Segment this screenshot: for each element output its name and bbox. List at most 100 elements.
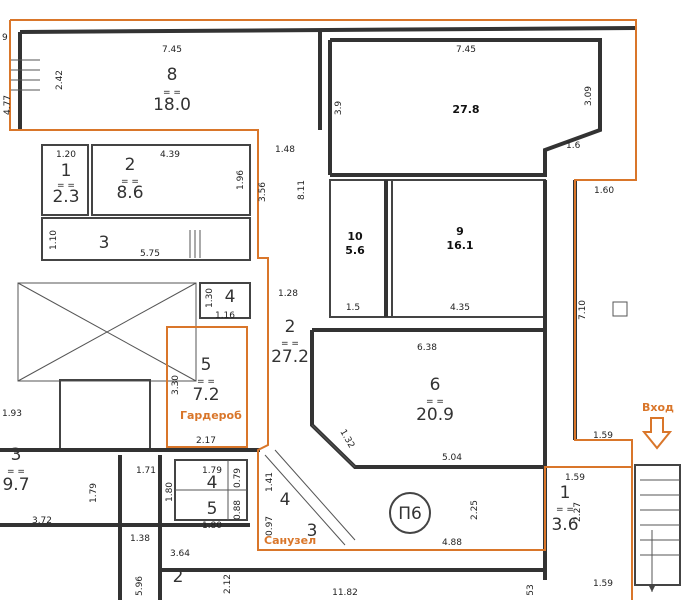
room-number: П6	[398, 504, 422, 524]
room-number: 4	[280, 490, 291, 510]
dimension-label: 11.82	[332, 588, 358, 598]
room-27-8: 27.8	[452, 103, 479, 116]
entrance-arrow-icon	[641, 417, 673, 450]
dimension-label: 0.79	[233, 468, 243, 488]
dimension-label: 1.60	[594, 186, 614, 196]
dimension-label: 2.42	[55, 70, 65, 90]
dimension-label: 1.79	[89, 483, 99, 503]
room-marks: = =	[556, 505, 574, 515]
room-number: 2	[125, 155, 136, 175]
dimension-label: 3.64	[170, 549, 190, 559]
room-10: 10 5.6	[345, 230, 365, 257]
dimension-label: 3.9	[334, 101, 344, 116]
dimension-label: 1.80	[165, 482, 175, 502]
premises-boundary	[9, 19, 637, 600]
room-number: 3	[99, 233, 110, 253]
dimension-label: 1.71	[136, 466, 156, 476]
dimension-label: 7.10	[578, 300, 588, 320]
dimension-label: 1.59	[565, 473, 585, 483]
room-marks: = =	[281, 339, 299, 349]
dimension-label: 1.38	[130, 534, 150, 544]
dimension-label: 3.30	[171, 375, 181, 395]
dimension-label: 1.30	[205, 288, 215, 308]
room-area: 9.7	[2, 475, 29, 495]
room-4-lower: 4	[207, 473, 218, 493]
room-number: 2	[173, 567, 184, 587]
room-area: 27.2	[271, 347, 309, 367]
room-area: 18.0	[153, 95, 191, 115]
room-number: 3	[11, 445, 22, 465]
dimension-label: 3.72	[32, 516, 52, 526]
dimension-label: 1.28	[278, 289, 298, 299]
dimension-label: 5.75	[140, 249, 160, 259]
room-number: 6	[430, 375, 441, 395]
room-marks: = =	[57, 181, 75, 191]
room-area: 27.8	[452, 103, 479, 116]
room-number: 10	[347, 230, 363, 243]
dimension-label: 1.48	[275, 145, 295, 155]
entrance-label: Вход	[642, 401, 674, 414]
room-2-bottom: 2	[173, 567, 184, 587]
dimension-label: 5.04	[442, 453, 462, 463]
room-5-lower: 5	[207, 499, 218, 519]
dimension-label: 2.17	[196, 436, 216, 446]
room-6: 6 = = 20.9	[416, 375, 454, 425]
room-number: 3	[307, 521, 318, 541]
dimension-label: 8.11	[297, 180, 307, 200]
room-area: 16.1	[446, 239, 473, 252]
dimension-label: 1.59	[593, 431, 613, 441]
room-area: 2.3	[52, 187, 79, 207]
dimension-label: 9	[2, 33, 8, 43]
room-marks: = =	[426, 397, 444, 407]
room-number: 8	[167, 65, 178, 85]
wardrobe-label: Гардероб	[180, 409, 242, 422]
room-1-lower: 1 = = 3.6	[551, 483, 578, 535]
dimension-label: 1.32	[337, 428, 356, 450]
room-2-corridor: 2 = = 27.2	[271, 317, 309, 367]
bathroom-label: Санузел	[264, 534, 316, 547]
dimension-label: 1.6	[566, 141, 581, 151]
dimension-label: 6.38	[417, 343, 437, 353]
room-number: 4	[207, 473, 218, 493]
room-number: 1	[61, 161, 72, 181]
room-2-upper: 2 = = 8.6	[116, 155, 143, 203]
dimension-label: 1.20	[56, 150, 76, 160]
room-3-lower: 3 = = 9.7	[2, 445, 29, 495]
room-marks: = =	[163, 88, 181, 98]
dimension-label: 53	[526, 584, 536, 595]
dimensions: 7.45 2.42 4.77 9 7.45 3.9 3.09 1.6 1.60 …	[2, 33, 614, 598]
room-p6: П6	[398, 504, 422, 524]
dimension-label: 3.09	[584, 86, 594, 106]
room-area: 3.6	[551, 515, 578, 535]
dimension-label: 1.10	[49, 230, 59, 250]
dimension-label: 4.77	[3, 95, 13, 115]
room-3-upper: 3	[99, 233, 110, 253]
dimension-label: 4.88	[442, 538, 462, 548]
dimension-label: 1.59	[593, 579, 613, 589]
dimension-label: 1.5	[346, 303, 360, 313]
dimension-label: 1.93	[2, 409, 22, 419]
room-1-upper: 1 = = 2.3	[52, 161, 79, 207]
room-marks: = =	[121, 177, 139, 187]
room-area: 20.9	[416, 405, 454, 425]
dimension-label: 2.25	[470, 500, 480, 520]
room-number: 2	[285, 317, 296, 337]
room-number: 1	[560, 483, 571, 503]
dimension-label: 2.12	[223, 574, 233, 594]
dimension-label: 2.27	[573, 502, 583, 522]
dimension-label: 4.39	[160, 150, 180, 160]
room-area: 7.2	[192, 385, 219, 405]
room-marks: = =	[7, 467, 25, 477]
room-9: 9 16.1	[446, 225, 473, 252]
dimension-label: 1.80	[202, 521, 222, 531]
room-4-upper: 4	[225, 287, 236, 307]
dimension-label: 1.41	[265, 472, 275, 492]
room-number: 9	[456, 225, 464, 238]
dimension-label: 1.16	[215, 311, 235, 321]
room-4-bathroom: 4	[280, 490, 291, 510]
dimension-label: 3.56	[258, 182, 268, 202]
room-area: 8.6	[116, 183, 143, 203]
walls	[0, 26, 681, 600]
room-5-wardrobe: 5 = = 7.2	[192, 355, 219, 405]
